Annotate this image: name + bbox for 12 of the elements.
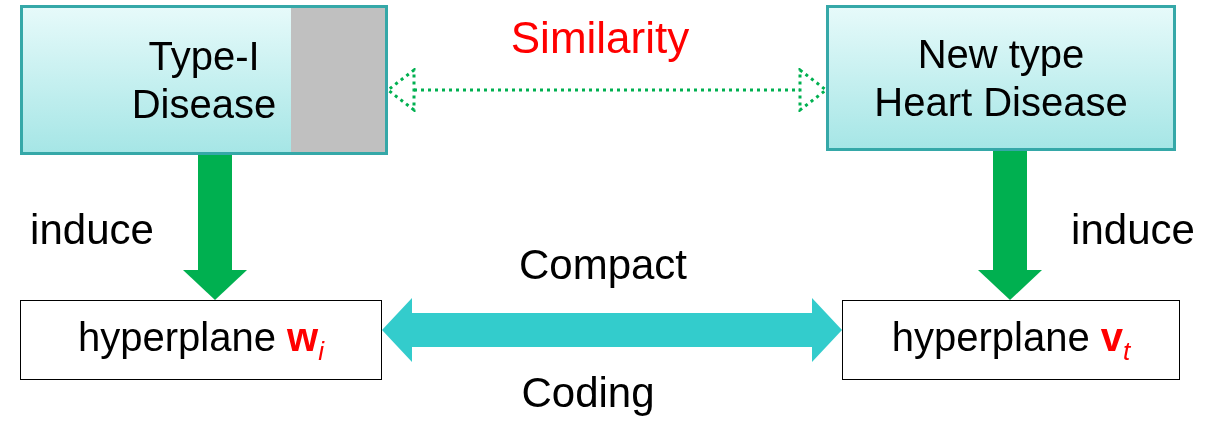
dotted-double-arrow	[386, 68, 828, 112]
arrow	[183, 155, 247, 300]
double-arrow	[382, 298, 842, 362]
disease-box	[20, 5, 388, 155]
hyperplane-box	[20, 300, 382, 380]
arrow	[978, 151, 1042, 300]
node-text: hyperplane w$_{i}$	[78, 313, 324, 368]
node-text: Type-I Disease	[130, 33, 278, 128]
disease-box	[826, 5, 1176, 151]
hyperplane-box	[842, 300, 1180, 380]
node-text: New type Heart Disease	[873, 31, 1129, 126]
node-text: hyperplane v$_{t}$	[891, 313, 1131, 368]
